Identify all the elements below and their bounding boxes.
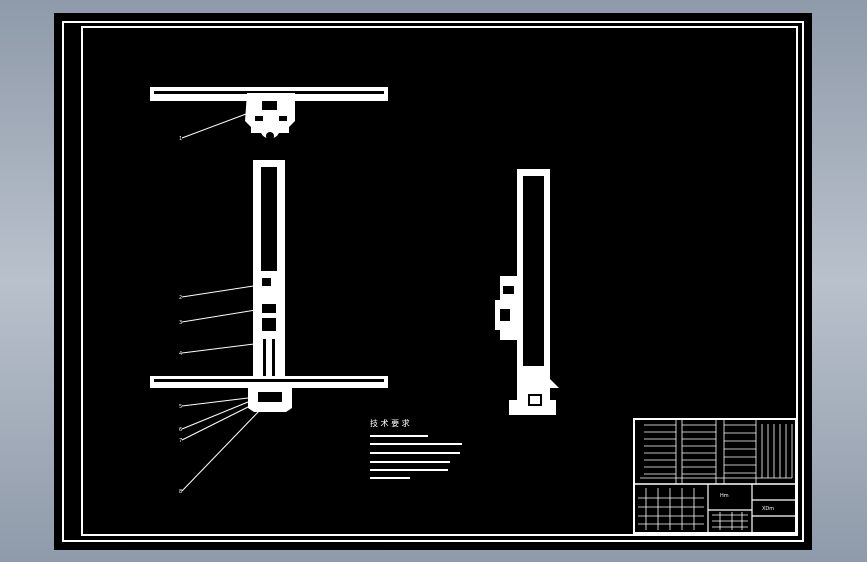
inner-border [81,26,798,536]
leader-lines [181,113,263,492]
technical-notes: 技 术 要 求 [370,418,462,479]
side-view [495,169,559,415]
top-carriage [245,93,295,139]
callout-5: 5 [179,404,182,410]
drawing-sheet [54,13,812,550]
notes-text-lines [370,435,462,479]
callout-3: 3 [179,320,182,326]
callout-4: 4 [179,351,182,357]
callout-1: 1 [179,136,182,142]
callout-labels: 1 2 3 4 5 6 7 8 [179,136,182,495]
callout-7: 7 [179,438,182,444]
callout-6: 6 [179,427,182,433]
title-cell-b: XDm [762,506,774,512]
side-base [509,400,556,415]
front-view [150,87,388,412]
outer-border [62,21,804,542]
callout-2: 2 [179,295,182,301]
callout-8: 8 [179,489,182,495]
title-cell-a: Hm [720,493,729,499]
title-block: Hm XDm [633,418,797,534]
notes-heading: 技 术 要 求 [370,418,410,428]
